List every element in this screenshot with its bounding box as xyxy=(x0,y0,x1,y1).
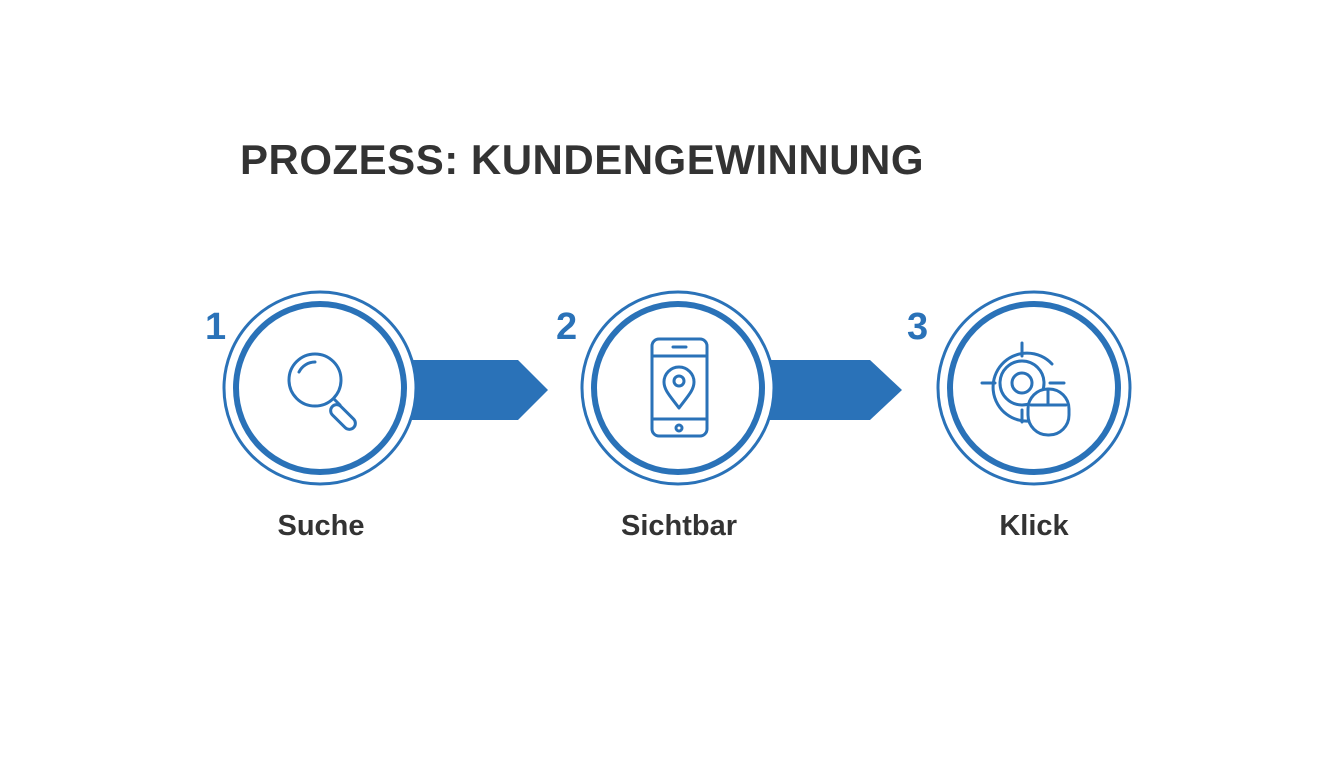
smartphone-location-icon xyxy=(650,337,709,438)
step-2-circle xyxy=(580,290,776,486)
step-1-label: Suche xyxy=(277,510,365,542)
step-1-circle xyxy=(222,290,418,486)
connector-arrow-1-2 xyxy=(408,360,548,420)
step-3-circle xyxy=(936,290,1132,486)
step-2-number: 2 xyxy=(556,306,578,348)
magnifier-icon xyxy=(287,352,357,431)
step-3-number: 3 xyxy=(907,306,929,348)
diagram-title: PROZESS: KUNDENGEWINNUNG xyxy=(240,136,925,183)
target-mouse-icon xyxy=(980,341,1071,437)
connector-arrow-2-3 xyxy=(768,360,902,420)
step-3-label: Klick xyxy=(999,510,1069,542)
step-2-label: Sichtbar xyxy=(620,510,738,542)
step-1-number: 1 xyxy=(205,306,227,348)
